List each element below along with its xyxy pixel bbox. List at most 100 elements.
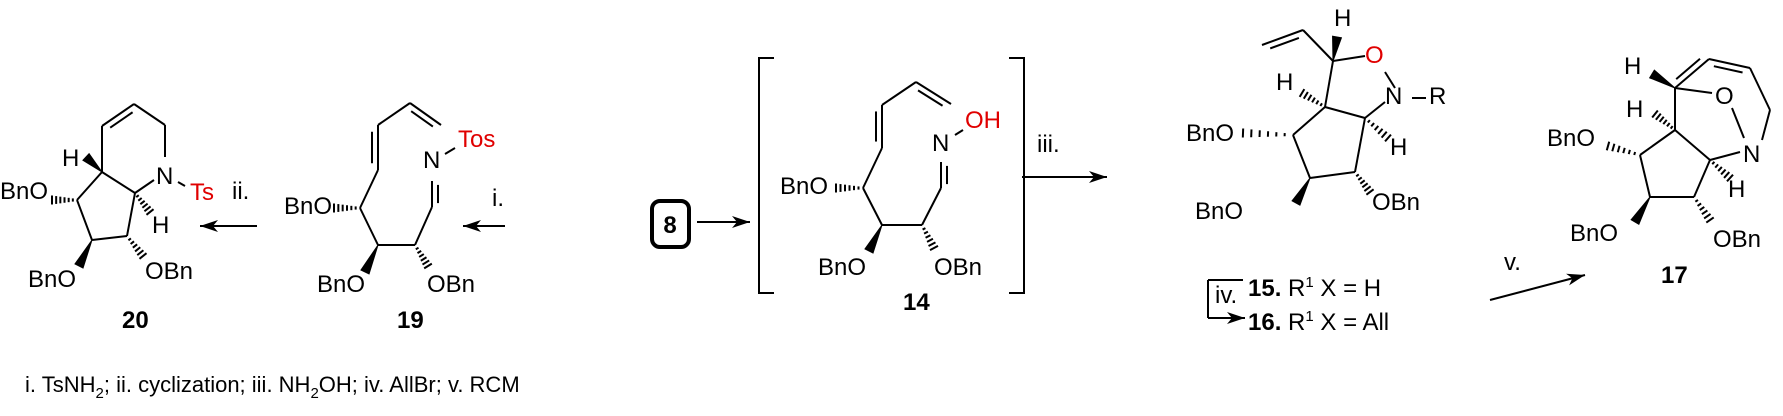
hash-bond <box>1298 88 1306 98</box>
hash-bond <box>1611 143 1616 152</box>
hash-bond <box>1367 119 1371 124</box>
single-bond <box>1302 29 1334 62</box>
hash-bond <box>136 249 145 256</box>
single-bond <box>1708 58 1751 69</box>
hash-bond <box>1605 141 1611 151</box>
single-bond <box>377 102 411 126</box>
bond-lines <box>51 29 1771 324</box>
single-bond <box>359 207 379 246</box>
hash-bond <box>130 240 135 245</box>
step-iv-label: iv. <box>1215 282 1237 309</box>
hash-bond <box>923 230 929 235</box>
atom-h: H <box>1334 5 1351 32</box>
atom-bno: BnO <box>1195 198 1243 225</box>
single-bond <box>1292 134 1311 179</box>
footnote-part: OH; iv. AllBr; v. RCM <box>319 372 520 397</box>
double-bond-inner <box>1269 36 1300 50</box>
hash-bond <box>1711 161 1716 165</box>
hash-bond <box>1655 112 1662 121</box>
step-v-label: v. <box>1504 249 1521 276</box>
variant-15: 15. R1 X = H <box>1248 274 1381 302</box>
atom-n: N <box>1743 141 1760 168</box>
single-bond <box>1639 129 1676 156</box>
step-iii-label: iii. <box>1037 131 1060 158</box>
hash-bond <box>135 194 140 198</box>
single-bond <box>1693 159 1711 198</box>
step-i-label: i. <box>492 185 504 212</box>
hash-bond <box>1701 209 1708 216</box>
compound-8-box: 8 <box>650 199 691 249</box>
hash-bond <box>1302 91 1309 100</box>
arrow-step-iii <box>1089 171 1107 183</box>
single-bond <box>1324 106 1366 119</box>
hash-bond <box>420 256 428 262</box>
hash-bond <box>1726 173 1734 183</box>
single-bond <box>133 103 166 126</box>
hash-bond <box>1380 131 1388 139</box>
single-bond <box>1261 29 1304 46</box>
atom-bno: BnO <box>1547 125 1595 152</box>
atom-obn: OBn <box>934 254 982 281</box>
single-bond <box>1364 101 1386 119</box>
hash-bond <box>1658 116 1665 123</box>
hash-bond <box>1377 128 1384 135</box>
compound-label-15: 15. <box>1248 275 1281 302</box>
arrow-step-iv <box>1227 312 1245 324</box>
single-bond <box>91 235 128 241</box>
single-bond <box>409 102 442 126</box>
hash-bond <box>145 208 155 216</box>
subscript: 2 <box>310 385 318 402</box>
single-bond <box>1749 67 1771 111</box>
hash-bond <box>1720 168 1727 176</box>
atom-o: O <box>1715 83 1734 110</box>
atom-n: N <box>156 163 173 190</box>
hash-bond <box>1696 202 1702 207</box>
single-bond <box>921 187 942 226</box>
hash-bond <box>1723 171 1731 179</box>
compound-label-14: 14 <box>903 289 930 316</box>
single-bond <box>414 206 433 246</box>
hash-bond <box>1717 166 1723 172</box>
single-bond <box>76 199 93 241</box>
hash-bond <box>1694 199 1699 203</box>
wedge-bond <box>1332 35 1343 62</box>
atom-bno: BnO <box>1570 220 1618 247</box>
wedge-bond <box>1648 69 1676 89</box>
wedge-bond <box>82 152 103 173</box>
double-bond-inner <box>109 111 134 129</box>
arrow-step-i <box>463 220 481 232</box>
atom-h: H <box>1276 69 1293 96</box>
atom-n: N <box>932 130 949 157</box>
atom-h: H <box>152 212 169 239</box>
wedge-bond <box>1630 196 1651 226</box>
hash-bond <box>1622 147 1626 154</box>
double-bond-inner <box>1675 58 1701 80</box>
hash-bond <box>416 250 422 254</box>
compound-20: H N Ts BnO H BnO OBn 20 <box>0 145 214 334</box>
variant-16: 16. R1 X = All <box>1248 308 1389 336</box>
atom-tos: Tos <box>458 126 495 153</box>
single-bond <box>177 181 186 187</box>
hash-bond <box>138 252 148 260</box>
atom-h: H <box>62 145 79 172</box>
hash-bond <box>1699 206 1705 211</box>
wedge-bond <box>864 224 883 254</box>
single-bond <box>444 147 456 155</box>
single-bond <box>1639 154 1651 198</box>
hash-bond <box>925 234 931 239</box>
hash-bond <box>415 246 420 251</box>
single-bond <box>1709 151 1741 161</box>
compound-label-19: 19 <box>397 307 424 334</box>
hash-bond <box>132 243 138 249</box>
hash-bond <box>127 237 132 242</box>
superscript: 1 <box>1305 274 1313 291</box>
single-bond <box>1354 117 1366 173</box>
single-bond <box>101 171 136 194</box>
double-bond-inner <box>1713 65 1743 74</box>
hash-bond <box>1365 188 1375 196</box>
wedge-bond <box>74 239 93 269</box>
hash-bond <box>139 200 146 205</box>
single-bond <box>954 129 964 136</box>
hash-bond <box>1627 149 1631 155</box>
hash-bond <box>1616 145 1621 153</box>
